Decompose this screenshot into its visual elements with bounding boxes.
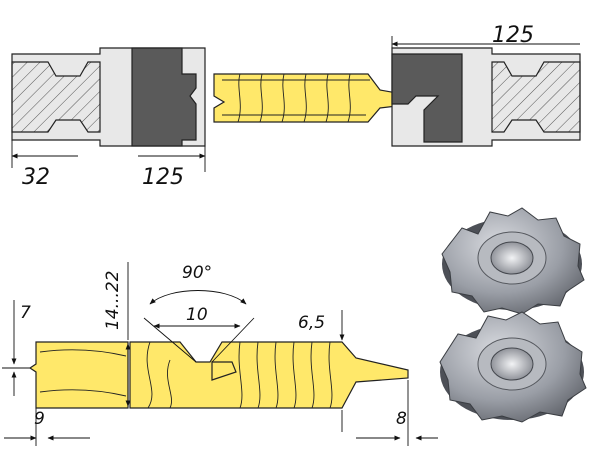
right-spindle-hatch (491, 61, 581, 133)
tongue-offset-dim: 7 (20, 303, 31, 323)
angle-dim: 90° (182, 263, 212, 283)
left-knife (131, 47, 197, 147)
right-reach-dim: 125 (492, 23, 534, 48)
bottom-joint-profile: 14...22 90° 10 7 9 6,5 8 (2, 262, 438, 446)
right-cutter-section: 125 (391, 23, 581, 147)
left-spindle-hatch (11, 61, 101, 133)
groove-setback-dim: 9 (34, 409, 45, 429)
thickness-dim: 14...22 (103, 271, 123, 330)
right-step-dim: 6,5 (298, 313, 325, 333)
milling-cutter-icon (439, 311, 587, 423)
left-groove-dim: 32 (22, 165, 50, 190)
left-cutter-section: 32 125 (11, 47, 206, 190)
right-knife (391, 53, 463, 143)
left-reach-dim: 125 (142, 165, 184, 190)
chamfer-dim: 10 (186, 305, 208, 325)
top-wood-profile (213, 73, 415, 123)
right-setback-dim: 8 (396, 409, 407, 429)
milling-cutter-icon (441, 207, 585, 315)
